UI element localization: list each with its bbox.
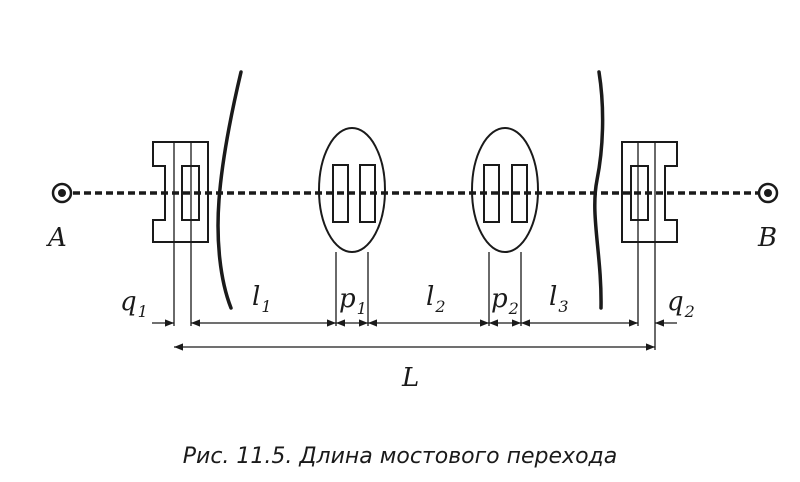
label-q1: q1: [120, 287, 148, 321]
left-abutment: [152, 141, 209, 326]
point-a-marker: [51, 182, 73, 204]
label-p1: p1: [339, 284, 367, 318]
pier-1: [318, 127, 386, 326]
pier-2: [471, 127, 539, 326]
label-l3: l3: [549, 282, 569, 316]
label-point-a: A: [46, 223, 67, 253]
figure-caption: Рис. 11.5. Длина мостового перехода: [183, 444, 617, 469]
label-point-b: B: [757, 223, 777, 253]
label-l1: l1: [252, 282, 272, 316]
label-p2: p2: [491, 284, 519, 318]
label-l2: l2: [426, 282, 446, 316]
right-abutment: [621, 141, 678, 350]
label-total-length: L: [401, 363, 419, 393]
left-river-bank: [216, 70, 243, 310]
right-river-bank: [593, 70, 605, 310]
point-b-marker: [757, 182, 779, 204]
label-q2: q2: [667, 287, 695, 321]
